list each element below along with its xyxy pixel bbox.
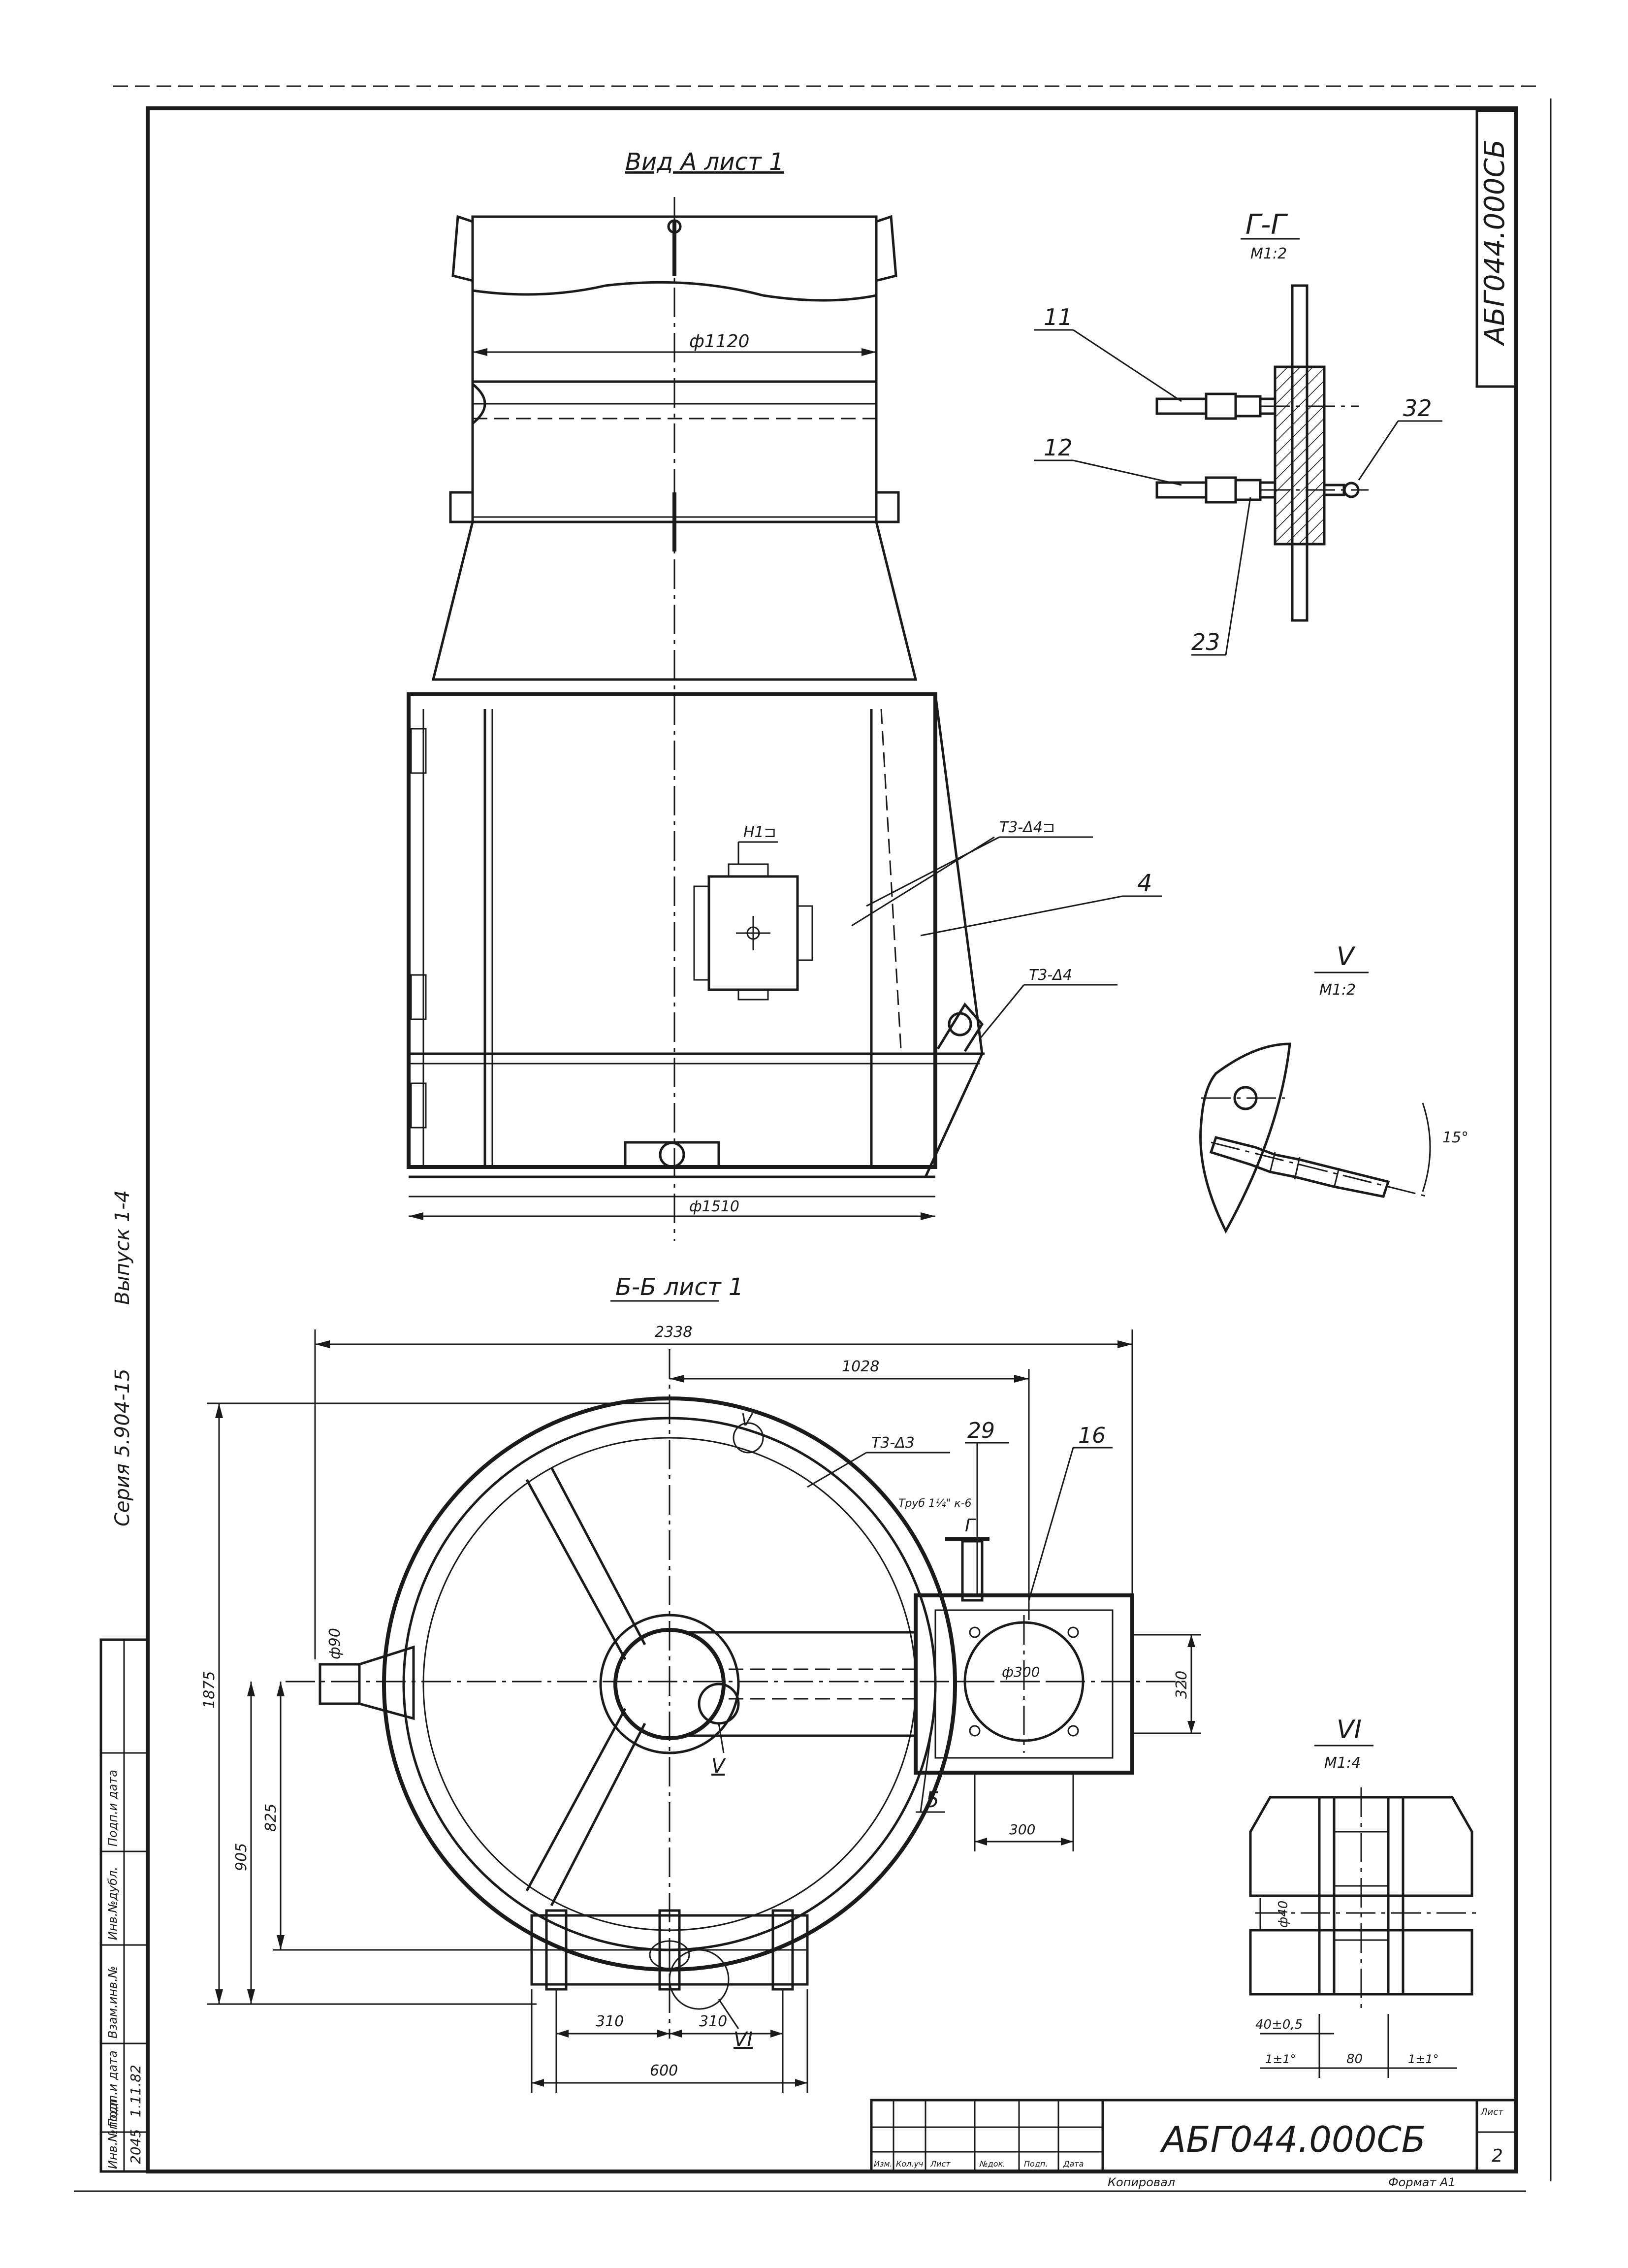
section-b-detail-marker-v: V — [711, 1755, 726, 1778]
stamp-col-2: Подп.и дата — [106, 2050, 120, 2127]
section-b-cut-mark: Г — [965, 1516, 976, 1536]
stamp-col-1: Инв.№подл. — [106, 2095, 120, 2169]
section-b-pipe-note: Труб 1¼" к-6 — [898, 1497, 972, 1510]
detail-v-scale: М1:2 — [1319, 981, 1356, 999]
section-g-title: Г-Г — [1245, 209, 1288, 241]
view-a-label-h1: Н1⊐ — [743, 824, 776, 841]
section-b-dim-320: 320 — [1173, 1671, 1190, 1699]
detail-v-title: V — [1337, 942, 1356, 972]
section-b-dim-d90: ф90 — [326, 1628, 344, 1659]
section-b-weld-3: Т3-Δ3 — [871, 1434, 915, 1452]
view-a-dim-bottom-diameter: ф1510 — [689, 1198, 739, 1215]
title-block-code: АБГ044.000СБ — [1160, 2119, 1426, 2160]
detail-vi-tol-right: 1±1° — [1408, 2052, 1439, 2066]
left-stamp: Инв.№подл. Подп.и дата Взам.инв.№ Инв.№д… — [99, 1638, 149, 2173]
section-b-dim-300: 300 — [1009, 1821, 1035, 1838]
view-a-dim-top-diameter: ф1120 — [689, 331, 749, 352]
detail-v-angle: 15° — [1442, 1129, 1468, 1146]
stamp-inventory-number: 2045 — [128, 2129, 144, 2164]
detail-vi-dim-80: 80 — [1346, 2052, 1363, 2067]
bottom-left-note: Копировал — [1108, 2175, 1175, 2189]
sheet-frame — [74, 85, 1552, 2192]
section-b-detail-marker-vi: VI — [734, 2028, 753, 2051]
detail-vi-title: VI — [1337, 1715, 1362, 1745]
stamp-signature-date: 1.11.82 — [128, 2065, 144, 2117]
section-b-dim-905: 905 — [233, 1843, 250, 1871]
view-a-leader-4: 4 — [1137, 870, 1152, 897]
section-g-scale: М1:2 — [1250, 245, 1287, 262]
section-b-dim-310-right: 310 — [699, 2013, 727, 2030]
section-b-dim-d300: ф300 — [1002, 1664, 1040, 1680]
tb-label-list: Лист — [930, 2159, 951, 2169]
section-g-leader-11: 11 — [1044, 304, 1073, 330]
side-document-code: АБГ044.000СБ — [1479, 139, 1511, 346]
section-g-leader-23: 23 — [1191, 629, 1220, 655]
view-a-title: Вид А лист 1 — [625, 148, 784, 176]
detail-vi-scale: М1:4 — [1324, 1754, 1361, 1772]
section-b-dim-1028: 1028 — [842, 1358, 879, 1375]
detail-vi-tol-left: 1±1° — [1265, 2052, 1296, 2066]
section-b: Б-Б лист 1 — [201, 1273, 1201, 2093]
issue-label: Выпуск 1-4 — [111, 1190, 134, 1305]
side-code-box: АБГ044.000СБ — [1475, 109, 1518, 388]
sheet-number: 2 — [1492, 2146, 1503, 2166]
section-b-leader-16: 16 — [1078, 1423, 1106, 1448]
series-label: Серия 5.904-15 — [111, 1368, 134, 1526]
bottom-right-note: Формат А1 — [1388, 2175, 1456, 2189]
section-b-title: Б-Б лист 1 — [615, 1273, 743, 1301]
view-a-weld-1: Т3-Δ4⊐ — [999, 819, 1055, 836]
sheet-label: Лист — [1480, 2107, 1503, 2117]
section-b-leader-29: 29 — [967, 1418, 995, 1443]
section-b-dim-1875: 1875 — [201, 1671, 218, 1709]
stamp-col-5: Подп.и дата — [106, 1770, 120, 1847]
view-a: Вид А лист 1 ф1120 — [407, 148, 1162, 1241]
view-a-weld-2: Т3-Δ4 — [1029, 967, 1072, 984]
section-b-leader-5: 5 — [926, 1787, 939, 1813]
detail-vi-dim-d40: ф40 — [1276, 1901, 1291, 1928]
spoke-upper-left — [525, 1466, 646, 1660]
section-g-leader-12: 12 — [1044, 434, 1073, 461]
tb-label-kol: Кол.уч — [896, 2159, 923, 2169]
section-b-dim-2338: 2338 — [655, 1324, 692, 1341]
tb-label-data: Дата — [1063, 2159, 1084, 2169]
section-b-dim-600: 600 — [650, 2062, 678, 2079]
title-block: Изм. Кол.уч Лист №док. Подп. Дата АБГ044… — [870, 2099, 1518, 2189]
section-b-dim-310-left: 310 — [596, 2013, 624, 2030]
stamp-col-4: Инв.№дубл. — [106, 1867, 120, 1940]
detail-vi: VI М1:4 ф40 40±0,5 1±1° 80 1±1° — [1249, 1715, 1477, 2078]
section-b-dim-825: 825 — [262, 1804, 280, 1832]
spoke-lower-left — [525, 1708, 646, 1907]
stamp-col-3: Взам.инв.№ — [106, 1966, 120, 2039]
tb-label-podp: Подп. — [1024, 2159, 1048, 2169]
tb-label-doc: №док. — [979, 2159, 1005, 2169]
detail-v: V М1:2 15° — [1199, 942, 1468, 1234]
detail-vi-dim-40: 40±0,5 — [1255, 2017, 1303, 2032]
section-b-detail-marker-top: V — [741, 1410, 754, 1430]
tb-label-izm: Изм. — [874, 2159, 893, 2169]
section-g-leader-32: 32 — [1403, 395, 1432, 421]
section-g: Г-Г М1:2 11 12 32 23 — [1034, 209, 1442, 656]
